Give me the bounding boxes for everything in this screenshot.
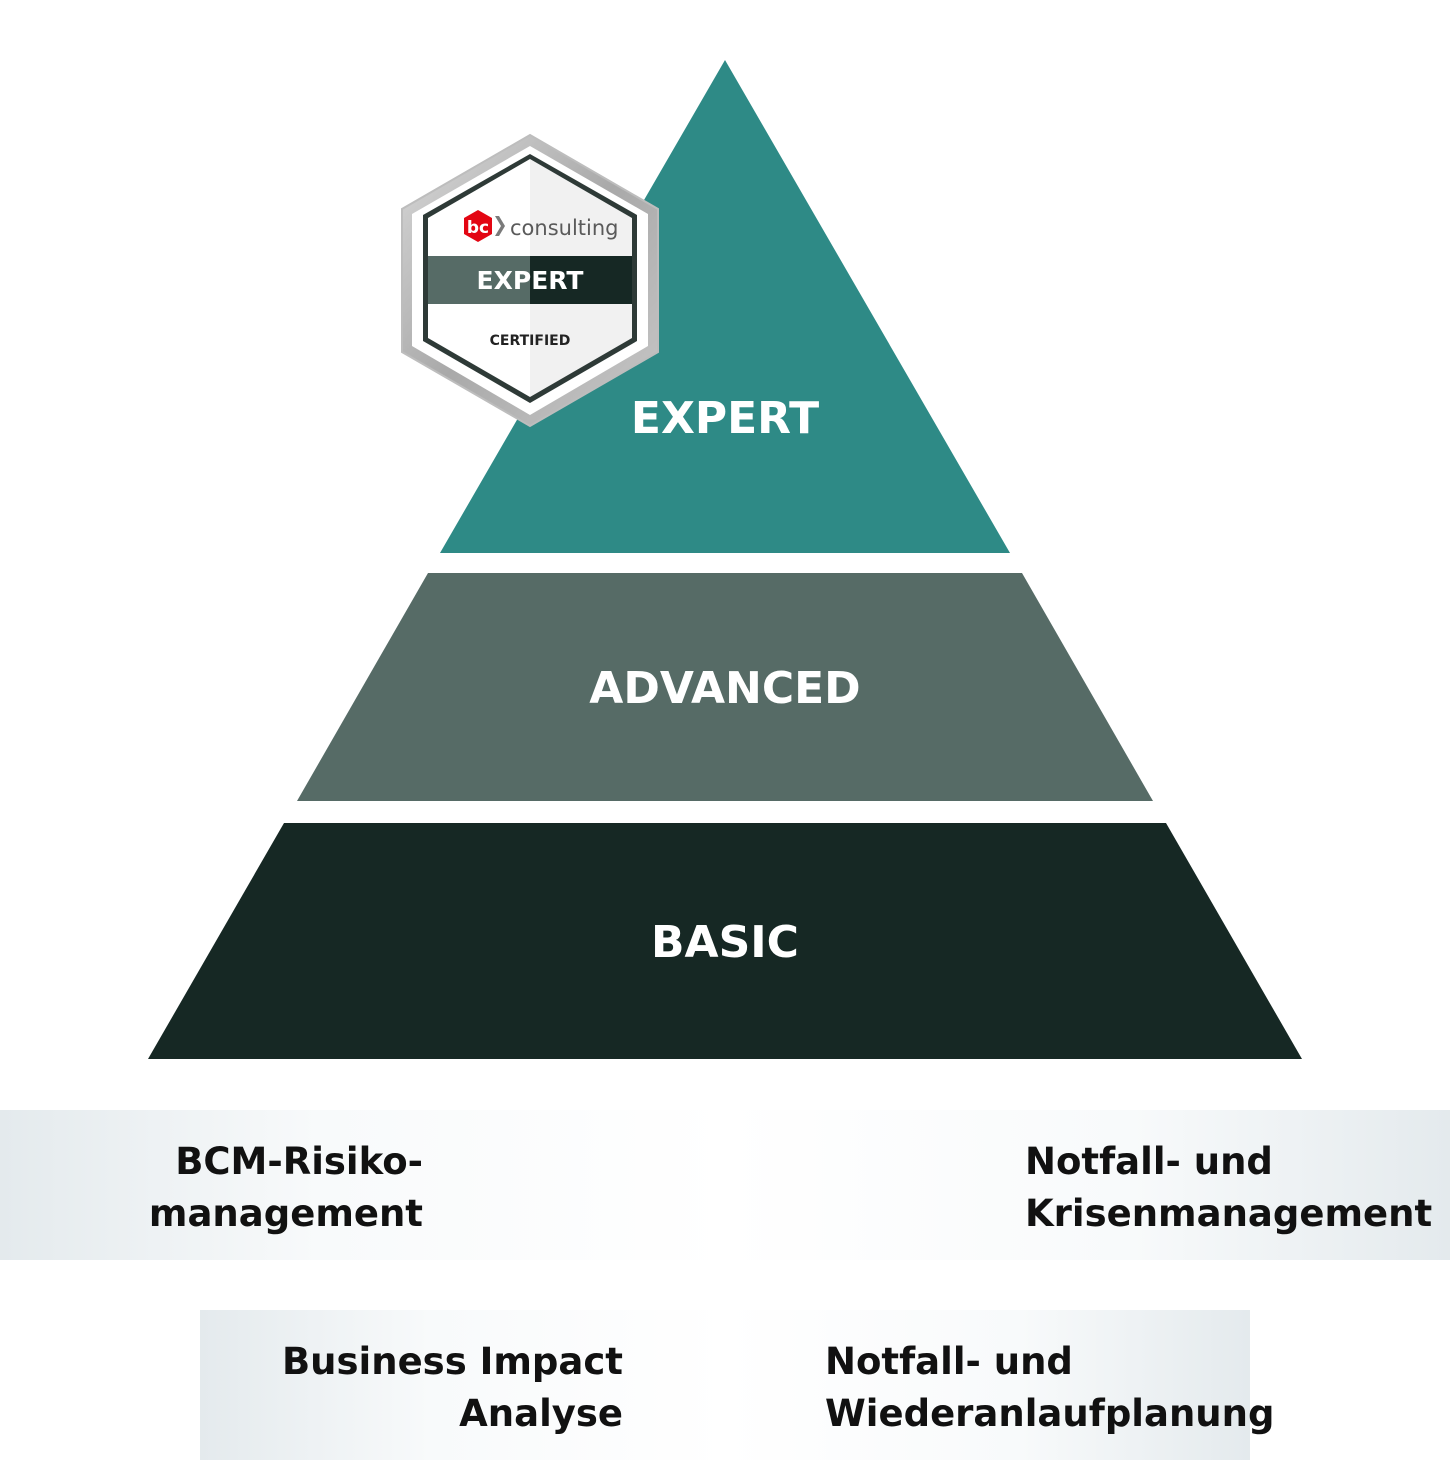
topic-bcm-line-1: BCM-Risiko- (175, 1140, 423, 1183)
topic-band-bottom (200, 1310, 1250, 1460)
pyramid-diagram: EXPERT ADVANCED BASIC (148, 60, 1302, 1059)
topic-bcm-line-2: management (148, 1192, 423, 1235)
topic-bcm-risikomanagement: BCM-Risiko- management (149, 1136, 423, 1240)
topic-notfall-wieder-line-2: Wiederanlaufplanung (825, 1392, 1275, 1435)
tier-expert-shape (440, 60, 1010, 553)
tier-basic-shape (148, 823, 1302, 1059)
topic-business-impact-analyse: Business Impact Analyse (282, 1336, 623, 1440)
topic-notfall-wiederanlaufplanung: Notfall- und Wiederanlaufplanung (825, 1336, 1274, 1440)
expert-certified-badge: bc consulting EXPERT CERTIFIED (401, 133, 659, 428)
topic-notfall-wieder-line-1: Notfall- und (825, 1340, 1073, 1383)
topic-notfall-krisen-line-2: Krisenmanagement (1025, 1192, 1433, 1235)
badge-logo-mark: bc (467, 218, 489, 238)
tier-expert-label: EXPERT (631, 393, 819, 444)
badge-level-band (428, 256, 530, 304)
tier-advanced-shape (297, 573, 1153, 801)
topic-notfall-krisen-line-1: Notfall- und (1025, 1140, 1273, 1183)
badge-status-label: CERTIFIED (490, 333, 571, 349)
tier-advanced-label: ADVANCED (589, 663, 860, 714)
badge-logo-hex-icon (464, 210, 492, 242)
badge-logo-text: consulting (510, 216, 619, 240)
tier-basic-label: BASIC (651, 917, 799, 968)
topic-bia-line-1: Business Impact (281, 1340, 623, 1383)
badge-level-label: EXPERT (477, 266, 584, 295)
topic-band-top (0, 1110, 1450, 1260)
topic-bia-line-2: Analyse (459, 1392, 623, 1435)
topic-notfall-krisenmanagement: Notfall- und Krisenmanagement (1025, 1136, 1432, 1240)
